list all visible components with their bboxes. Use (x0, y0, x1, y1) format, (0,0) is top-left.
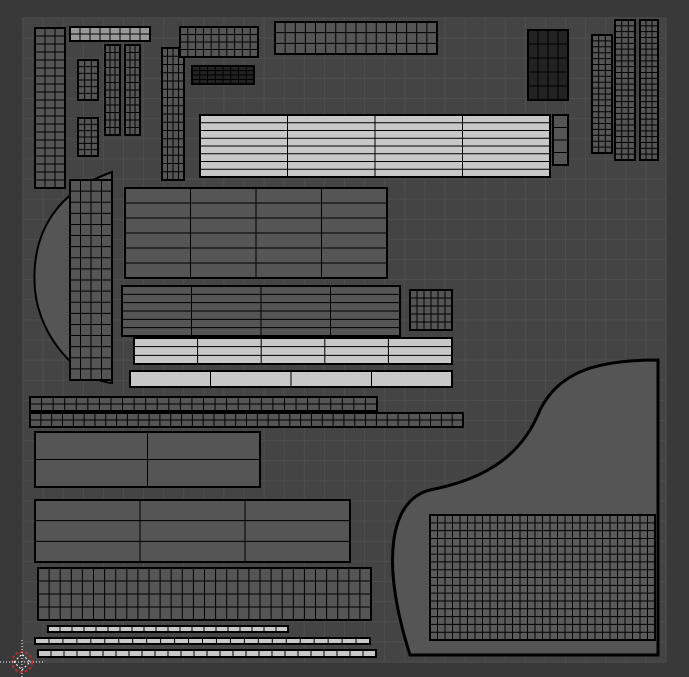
uv-island[interactable] (47, 625, 289, 633)
uv-island[interactable] (429, 514, 656, 641)
uv-island[interactable] (639, 19, 659, 161)
uv-island[interactable] (34, 499, 351, 563)
uv-island[interactable] (409, 289, 453, 331)
uv-islands[interactable] (29, 19, 660, 658)
uv-island[interactable] (133, 337, 453, 365)
uv-island[interactable] (29, 412, 464, 428)
uv-island[interactable] (37, 567, 372, 621)
uv-island[interactable] (34, 431, 261, 488)
uv-island[interactable] (129, 370, 453, 388)
uv-island[interactable] (69, 26, 151, 42)
uv-island[interactable] (37, 649, 377, 658)
uv-island[interactable] (191, 65, 255, 85)
uv-island[interactable] (274, 21, 438, 55)
uv-island[interactable] (29, 396, 378, 412)
uv-island[interactable] (179, 26, 259, 58)
uv-island[interactable] (34, 27, 66, 189)
uv-island[interactable] (199, 114, 551, 178)
uv-island[interactable] (124, 44, 141, 136)
uv-island[interactable] (69, 179, 113, 381)
uv-island[interactable] (124, 187, 388, 279)
uv-island[interactable] (527, 29, 569, 101)
uv-island[interactable] (34, 637, 371, 645)
uv-island[interactable] (552, 114, 569, 166)
uv-island[interactable] (121, 285, 401, 337)
uv-island[interactable] (591, 34, 613, 154)
uv-island[interactable] (77, 117, 99, 157)
uv-island[interactable] (614, 19, 636, 161)
uv-island[interactable] (161, 47, 185, 181)
2d-cursor-icon[interactable] (0, 640, 44, 677)
uv-island[interactable] (104, 44, 121, 136)
uv-island[interactable] (77, 59, 99, 101)
